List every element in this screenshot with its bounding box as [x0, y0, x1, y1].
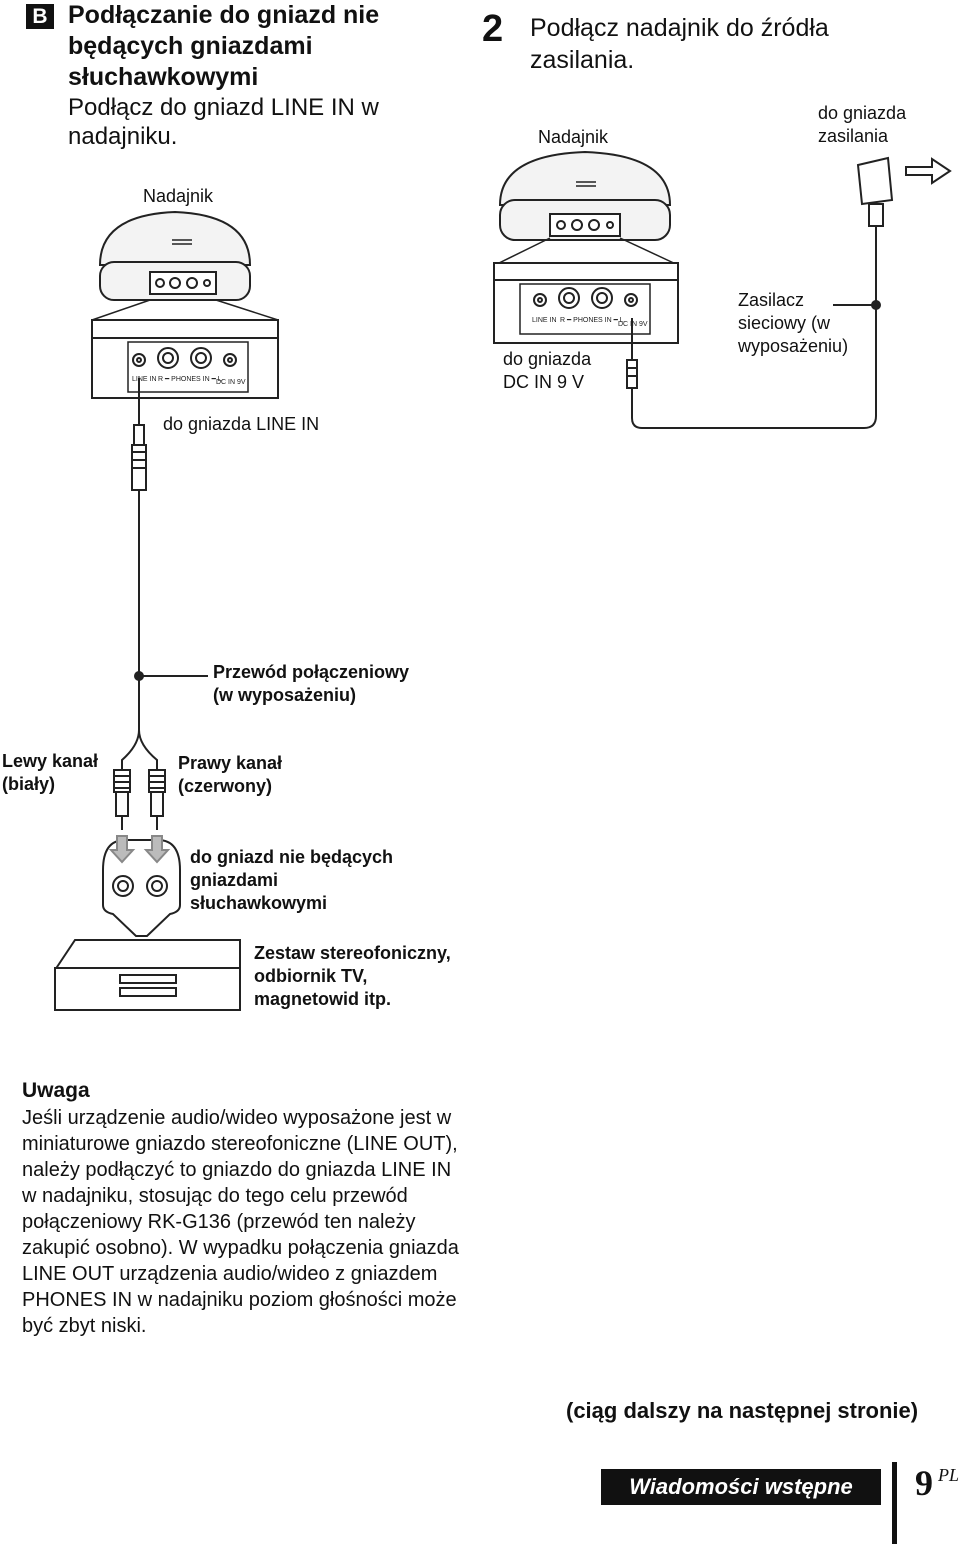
transmitter-label-left: Nadajnik: [143, 186, 214, 206]
connection-diagram: LINE IN R ━ PHONES IN ━ L DC IN 9V: [54, 150, 952, 1011]
note-heading: Uwaga: [22, 1079, 90, 1102]
stereo-system-label: Zestaw stereofoniczny, odbiornik TV, mag…: [254, 943, 451, 1009]
jack-panel-right: [493, 262, 679, 344]
step-number: 2: [482, 8, 504, 50]
transmitter-right: [498, 150, 672, 241]
panel-left-dc-in: DC IN 9V: [216, 379, 246, 386]
note-body: Jeśli urządzenie audio/wideo wyposażone …: [22, 1107, 459, 1337]
section-tab: Wiadomości wstępne: [601, 1469, 881, 1505]
page-number: 9: [915, 1463, 933, 1503]
stereo-system: [54, 939, 241, 1011]
transmitter-left: [98, 210, 252, 301]
line-in-label: do gniazda LINE IN: [163, 414, 320, 434]
panel-left-phones-in: R ━ PHONES IN ━ L: [158, 376, 222, 383]
rca-jack-panel: [102, 835, 181, 937]
right-channel-label: Prawy kanał (czerwony): [178, 753, 283, 796]
footer-divider: [892, 1462, 897, 1544]
continued-text: (ciąg dalszy na następnej stronie): [566, 1398, 919, 1423]
section-description: Podłącz do gniazd LINE IN w nadajniku.: [68, 94, 379, 150]
step-title: Podłącz nadajnik do źródła zasilania.: [530, 14, 829, 74]
rca-plug-right: [148, 769, 166, 830]
rca-plug-left: [113, 769, 131, 830]
section-title: Podłączanie do gniazd nie będących gniaz…: [68, 1, 380, 91]
connecting-cord-label: Przewód połączeniowy (w wyposażeniu): [213, 662, 410, 705]
arrow-to-outlet-icon: [905, 157, 952, 185]
jack-panel-left: [91, 319, 279, 399]
transmitter-label-right: Nadajnik: [538, 127, 609, 147]
page-language: PL: [938, 1465, 960, 1485]
panel-right-line-in: LINE IN: [532, 317, 557, 324]
adaptor-cord: [631, 306, 877, 429]
panel-right-phones-in: R ━ PHONES IN ━ L: [560, 317, 624, 324]
power-outlet-label: do gniazda zasilania: [818, 103, 907, 146]
ac-adaptor: [856, 156, 894, 306]
section-badge: B: [26, 4, 54, 29]
non-headphone-jacks-label: do gniazd nie będących gniazdami słuchaw…: [190, 847, 394, 913]
dc-in-label: do gniazda DC IN 9 V: [503, 349, 592, 392]
cord-split: [121, 729, 158, 770]
ac-adaptor-label: Zasilacz sieciowy (w wyposażeniu): [738, 290, 849, 356]
left-channel-label: Lewy kanał (biały): [2, 751, 99, 794]
panel-left-line-in: LINE IN: [132, 376, 157, 383]
